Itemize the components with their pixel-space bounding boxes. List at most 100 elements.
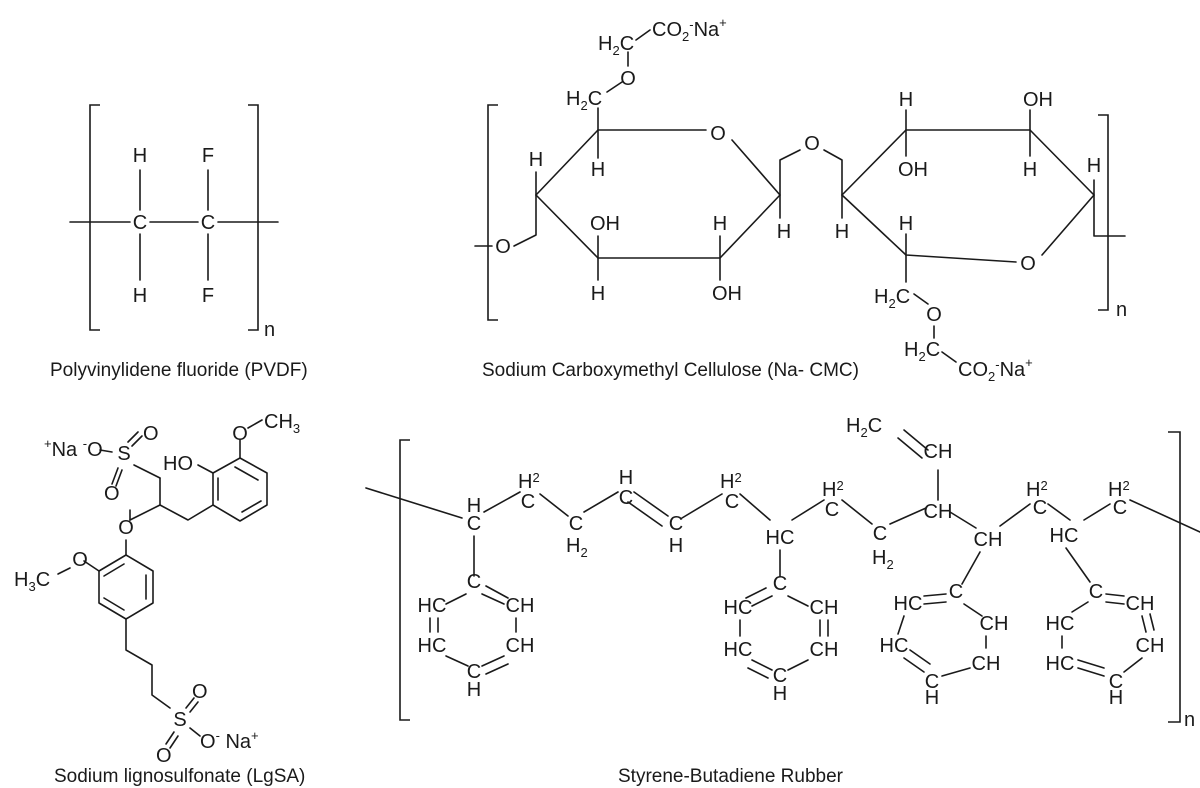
cmc-h2c-top: H2C	[566, 88, 602, 113]
cmc-o-left: O	[495, 236, 511, 258]
lgsa-s-bottom: S	[173, 709, 186, 731]
pvdf-repeat-n: n	[264, 319, 275, 341]
sbr-ph4-h: H	[1109, 687, 1123, 709]
cmc-h-2: H	[591, 159, 605, 181]
pvdf-c-left: C	[133, 212, 147, 234]
cmc-o-bottom: O	[926, 304, 942, 326]
cmc-h-1: H	[529, 149, 543, 171]
sbr-c-5: C	[669, 513, 683, 535]
pvdf-h-bottom: H	[133, 285, 147, 307]
sbr-ph4-hc-2: HC	[1046, 653, 1075, 675]
lgsa-sulfonate-bottom: O- Na+	[200, 728, 259, 753]
lgsa-o-top-2: O	[104, 483, 120, 505]
lgsa-o-methoxy-top: O	[232, 423, 248, 445]
cmc-h2c-bottom2: H2C	[904, 339, 940, 364]
sbr-ph2-h: H	[773, 683, 787, 705]
sbr-c-1: C	[467, 513, 481, 535]
pvdf-f-top: F	[202, 145, 214, 167]
cmc-o-ring-right: O	[1020, 253, 1036, 275]
sbr-c-8: C	[873, 523, 887, 545]
sbr-h-2: H	[619, 467, 633, 489]
cmc-oh-3: OH	[898, 159, 928, 181]
cmc-repeat-n: n	[1116, 299, 1127, 321]
sbr-ph1-c: C	[467, 571, 481, 593]
sbr-ph2-c-bottom: C	[773, 665, 787, 687]
sbr-ph2-c: C	[773, 573, 787, 595]
sbr-ph3-ch-1: CH	[980, 613, 1009, 635]
cmc-structure: H O H H2C O H2C CO2-Na+ O OH H H OH H O …	[474, 15, 1127, 384]
sbr-hc-1: HC	[766, 527, 795, 549]
lgsa-ho: HO	[163, 453, 193, 475]
sbr-structure: H C H2 C C H2 H C C H H2 C HC H2 C C H2 …	[365, 415, 1200, 787]
sbr-h2c-vinyl: H2C	[846, 415, 882, 440]
lgsa-upper-ring	[212, 457, 268, 522]
cmc-h-10: H	[899, 213, 913, 235]
lgsa-o-ether: O	[118, 517, 134, 539]
sbr-ph3-hc-1: HC	[894, 593, 923, 615]
pvdf-c-right: C	[201, 212, 215, 234]
lgsa-h3c: H3C	[14, 569, 50, 594]
sbr-ch-2: CH	[974, 529, 1003, 551]
cmc-o-top: O	[620, 68, 636, 90]
cmc-co2na-bottom: CO2-Na+	[958, 355, 1033, 384]
sbr-c-3: C	[569, 513, 583, 535]
lgsa-o-methoxy-bottom: O	[72, 549, 88, 571]
cmc-h-6: H	[835, 221, 849, 243]
cmc-h-7: H	[899, 89, 913, 111]
sbr-ph3-ch-2: CH	[972, 653, 1001, 675]
sbr-right-bracket	[1168, 431, 1181, 723]
caption-cmc: Sodium Carboxymethyl Cellulose (Na- CMC)	[482, 360, 859, 381]
caption-sbr: Styrene-Butadiene Rubber	[618, 766, 844, 787]
sbr-ph2-hc-1: HC	[724, 597, 753, 619]
cmc-h-9: H	[1087, 155, 1101, 177]
sbr-c-2: C	[521, 491, 535, 513]
sbr-c-9: C	[1033, 497, 1047, 519]
sbr-c-4: C	[619, 487, 633, 509]
sbr-h2-4: H2	[822, 478, 844, 501]
pvdf-f-bottom: F	[202, 285, 214, 307]
cmc-h-3: H	[591, 283, 605, 305]
sbr-repeat-n: n	[1184, 709, 1195, 731]
sbr-ph3-hc-2: HC	[880, 635, 909, 657]
pvdf-h-top: H	[133, 145, 147, 167]
sbr-ph1-c-bottom: C	[467, 661, 481, 683]
sbr-c-10: C	[1113, 497, 1127, 519]
sbr-ch-1: CH	[924, 501, 953, 523]
cmc-o-bridge: O	[804, 133, 820, 155]
pvdf-structure: H F C C H F n Polyvinylidene fluoride (P…	[50, 104, 308, 381]
pvdf-right-bracket	[248, 104, 259, 331]
sbr-ph4-ch-1: CH	[1126, 593, 1155, 615]
cmc-oh-2: OH	[712, 283, 742, 305]
lgsa-o-bottom-2: O	[156, 745, 172, 767]
sbr-h2-1: H2	[518, 470, 540, 493]
sbr-ph3-h: H	[925, 687, 939, 709]
sbr-ph4-ch-2: CH	[1136, 635, 1165, 657]
cmc-h2c-top2: H2C	[598, 33, 634, 58]
lgsa-sulfonate-top: +Na -O	[44, 436, 103, 461]
sbr-h-1: H	[467, 495, 481, 517]
cmc-co2na-top: CO2-Na+	[652, 15, 727, 44]
sbr-left-bracket	[399, 439, 410, 721]
lgsa-ch3-top: CH3	[264, 411, 300, 436]
cmc-h-5: H	[777, 221, 791, 243]
sbr-ph4-c-bottom: C	[1109, 671, 1123, 693]
sbr-ph4-c: C	[1089, 581, 1103, 603]
caption-pvdf: Polyvinylidene fluoride (PVDF)	[50, 360, 308, 381]
lgsa-o-bottom-1: O	[192, 681, 208, 703]
lgsa-s-top: S	[117, 443, 130, 465]
cmc-oh-1: OH	[590, 213, 620, 235]
sbr-c-6: C	[725, 491, 739, 513]
lgsa-o-top-1: O	[143, 423, 159, 445]
caption-lgsa: Sodium lignosulfonate (LgSA)	[54, 766, 305, 787]
cmc-h-4: H	[713, 213, 727, 235]
sbr-ph3-c-bottom: C	[925, 671, 939, 693]
cmc-o-ring-left: O	[710, 123, 726, 145]
sbr-ph1-h: H	[467, 679, 481, 701]
pvdf-left-bracket	[89, 104, 100, 331]
cmc-oh-4: OH	[1023, 89, 1053, 111]
lgsa-structure: O CH3 HO S O O +Na -O O O H3C S	[14, 411, 305, 787]
cmc-h-8: H	[1023, 159, 1037, 181]
sbr-c-7: C	[825, 499, 839, 521]
sbr-ph1-hc-2: HC	[418, 635, 447, 657]
